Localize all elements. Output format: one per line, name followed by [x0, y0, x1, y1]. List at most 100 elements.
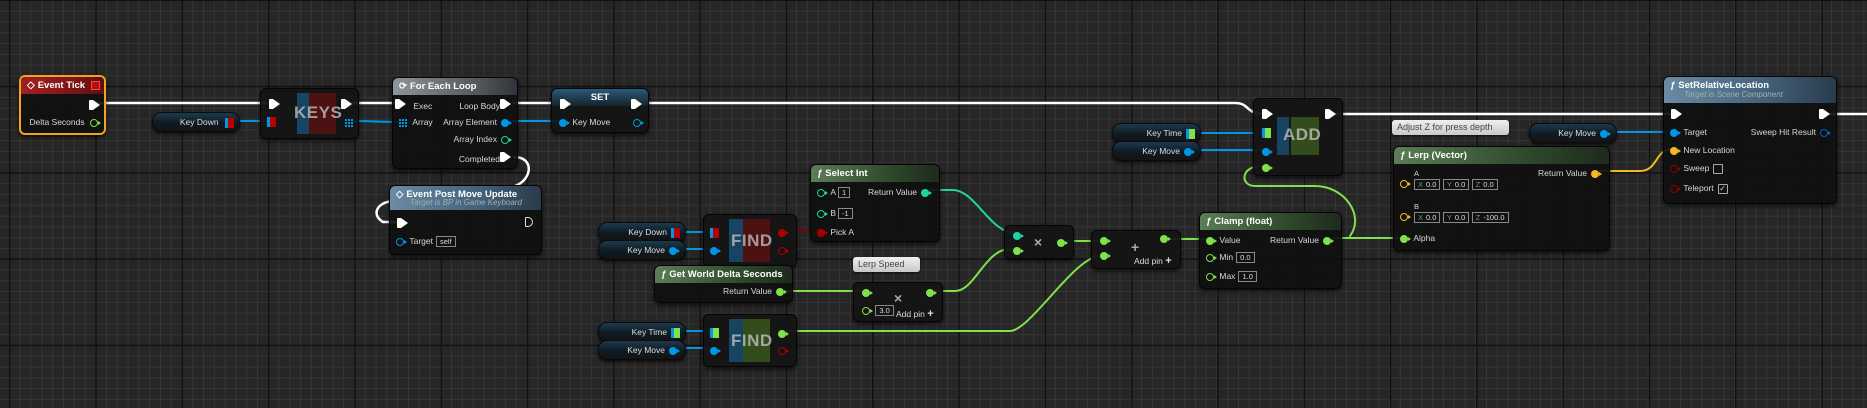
- teleport-pin[interactable]: Teleport✓: [1670, 183, 1728, 194]
- array-pin-icon[interactable]: [225, 117, 228, 128]
- map-in-pin[interactable]: [1262, 128, 1271, 140]
- exec-in-pin[interactable]: [560, 99, 571, 111]
- map-in-pin[interactable]: [710, 228, 719, 240]
- key-time-variable[interactable]: Key Time: [1112, 123, 1201, 143]
- add-float-node[interactable]: + Add pin +: [1091, 230, 1181, 269]
- return-value-pin[interactable]: Return Value: [1538, 168, 1602, 178]
- array-index-pin[interactable]: Array Index: [454, 134, 512, 144]
- key-down-variable[interactable]: Key Down: [152, 112, 240, 132]
- exec-in-pin[interactable]: [1671, 109, 1682, 121]
- pick-a-pin[interactable]: Pick A: [817, 227, 854, 237]
- key-move-variable[interactable]: Key Move: [598, 240, 686, 260]
- array-out-pin[interactable]: [345, 117, 353, 127]
- exec-out-pin[interactable]: [631, 99, 642, 111]
- lerp-speed-comment[interactable]: Lerp Speed: [853, 257, 920, 272]
- key-in-pin[interactable]: [710, 245, 721, 255]
- found-out-pin[interactable]: [778, 345, 789, 355]
- new-location-pin[interactable]: New Location: [1670, 145, 1735, 155]
- min-value-field[interactable]: 0.0: [1236, 252, 1255, 264]
- b-pin[interactable]: B-1: [817, 208, 853, 220]
- return-value-pin[interactable]: Return Value: [723, 286, 787, 296]
- add-pin-button[interactable]: Add pin +: [1134, 255, 1172, 267]
- event-tick-node[interactable]: ◇Event Tick Delta Seconds: [19, 75, 106, 135]
- b-value-field[interactable]: 3.0: [875, 305, 894, 317]
- sweep-checkbox[interactable]: [1713, 163, 1724, 174]
- multiply-node[interactable]: ×: [1004, 225, 1074, 259]
- completed-pin[interactable]: Completed: [459, 152, 511, 164]
- key-down-variable[interactable]: Key Down: [598, 222, 686, 242]
- sweep-pin[interactable]: Sweep: [1670, 163, 1724, 174]
- array-element-pin[interactable]: Array Element: [443, 117, 512, 127]
- b-pin[interactable]: [1400, 211, 1411, 221]
- struct-pin-icon[interactable]: [669, 346, 680, 355]
- struct-pin-icon[interactable]: [669, 246, 680, 255]
- a-pin[interactable]: [1400, 178, 1411, 188]
- result-out-pin[interactable]: [1057, 237, 1068, 247]
- result-out-pin[interactable]: [1160, 233, 1171, 243]
- map-in-pin[interactable]: [267, 117, 276, 129]
- alpha-pin[interactable]: Alpha: [1400, 233, 1435, 243]
- value-in-pin[interactable]: [1262, 162, 1273, 172]
- map-pin-icon[interactable]: [1189, 128, 1195, 139]
- map-pin-icon[interactable]: [674, 327, 680, 338]
- key-time-variable[interactable]: Key Time: [598, 322, 686, 342]
- a-in-pin[interactable]: [862, 287, 873, 297]
- exec-out-pin[interactable]: [525, 217, 533, 229]
- found-out-pin[interactable]: [778, 245, 789, 255]
- value-out-pin[interactable]: [778, 227, 789, 237]
- add-pin-button[interactable]: Add pin +: [896, 308, 934, 320]
- teleport-checkbox[interactable]: ✓: [1717, 183, 1728, 194]
- key-in-pin[interactable]: [1262, 146, 1273, 156]
- exec-in-pin[interactable]: [1262, 109, 1273, 121]
- key-move-variable[interactable]: Key Move: [1529, 123, 1617, 143]
- key-move-variable[interactable]: Key Move: [598, 340, 686, 360]
- max-value-field[interactable]: 1.0: [1238, 271, 1257, 283]
- key-move-in-pin[interactable]: Key Move: [559, 117, 610, 127]
- find-node[interactable]: FIND: [703, 214, 797, 267]
- b-in-pin[interactable]: [1100, 250, 1111, 260]
- keys-node[interactable]: KEYS: [260, 88, 359, 139]
- a-in-pin[interactable]: [1013, 230, 1024, 240]
- add-map-node[interactable]: ADD: [1253, 98, 1343, 176]
- a-value-field[interactable]: 1: [838, 187, 851, 199]
- map-in-pin[interactable]: [710, 328, 719, 340]
- array-in-pin[interactable]: Array: [399, 117, 433, 127]
- key-move-variable[interactable]: Key Move: [1112, 141, 1201, 161]
- value-pin[interactable]: Value: [1206, 235, 1240, 245]
- delegate-close-icon[interactable]: [91, 81, 100, 90]
- return-value-pin[interactable]: Return Value: [868, 187, 932, 197]
- exec-out-pin[interactable]: [1325, 109, 1336, 121]
- struct-pin-icon[interactable]: [1600, 129, 1611, 138]
- target-self-field[interactable]: self: [436, 236, 456, 248]
- target-pin[interactable]: Target: [1670, 127, 1707, 137]
- key-move-out-pin[interactable]: [633, 117, 644, 127]
- sweep-hit-result-pin[interactable]: Sweep Hit Result: [1751, 127, 1831, 137]
- a-in-pin[interactable]: [1100, 235, 1111, 245]
- b-z-field[interactable]: Z-100.0: [1471, 212, 1509, 224]
- key-in-pin[interactable]: [710, 345, 721, 355]
- struct-pin-icon[interactable]: [1184, 147, 1195, 156]
- exec-in-pin[interactable]: Exec: [395, 99, 432, 111]
- event-post-move-update-node[interactable]: ◇Event Post Move Update Target is BP in …: [389, 185, 542, 255]
- b-in-pin[interactable]: 3.0: [862, 305, 894, 317]
- exec-in-pin[interactable]: [397, 218, 408, 230]
- delta-seconds-pin[interactable]: Delta Seconds: [29, 117, 101, 127]
- exec-in-pin[interactable]: [269, 99, 280, 111]
- exec-out-pin[interactable]: [89, 100, 100, 112]
- result-out-pin[interactable]: [926, 287, 937, 297]
- return-value-pin[interactable]: Return Value: [1270, 235, 1334, 245]
- exec-out-pin[interactable]: [1819, 109, 1830, 121]
